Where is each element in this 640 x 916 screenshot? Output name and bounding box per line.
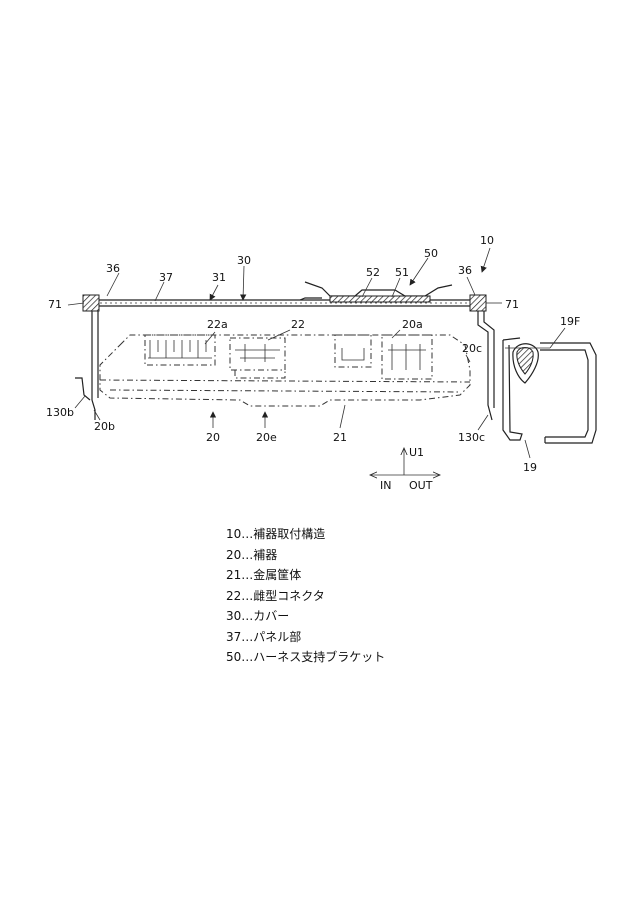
label-130b: 130b [46, 406, 74, 419]
label-30: 30 [237, 254, 251, 267]
connector-22 [229, 337, 286, 379]
device-housing [99, 334, 471, 407]
label-50: 50 [424, 247, 438, 260]
label-22a: 22a [207, 318, 228, 331]
label-20e: 20e [256, 431, 277, 444]
legend-item: 10…補器取付構造 [226, 527, 326, 541]
label-19F: 19F [560, 315, 580, 328]
label-21: 21 [333, 431, 347, 444]
legend-item: 30…カバー [226, 609, 290, 623]
legend-item: 22…雌型コネクタ [226, 588, 325, 603]
label-130c: 130c [458, 431, 485, 444]
label-36-left: 36 [106, 262, 120, 275]
label-19: 19 [523, 461, 537, 474]
legend-item: 37…パネル部 [226, 629, 302, 644]
label-u1: U1 [409, 446, 424, 459]
right-side-wall [477, 311, 495, 421]
right-clip-block [469, 294, 487, 312]
harness-bracket [299, 281, 453, 303]
label-out: OUT [409, 479, 433, 492]
leader-lines [67, 247, 566, 459]
connector-20a [381, 334, 433, 380]
label-31: 31 [212, 271, 226, 284]
label-37: 37 [159, 271, 173, 284]
label-20a: 20a [402, 318, 423, 331]
legend-item: 21…金属筐体 [226, 568, 302, 582]
frame-19 [502, 337, 597, 444]
label-71-right: 71 [505, 298, 519, 311]
label-22: 22 [291, 318, 305, 331]
label-51: 51 [395, 266, 409, 279]
label-20b: 20b [94, 420, 115, 433]
label-20: 20 [206, 431, 220, 444]
label-20c: 20c [462, 342, 482, 355]
label-71-left: 71 [48, 298, 62, 311]
legend-item: 50…ハーネス支持ブラケット [226, 650, 386, 664]
label-36-right: 36 [458, 264, 472, 277]
reference-legend: 10…補器取付構造 20…補器 21…金属筐体 22…雌型コネクタ 30…カバー… [226, 524, 486, 668]
direction-arrows [370, 448, 440, 475]
connector-20a-small [334, 334, 372, 368]
legend-item: 20…補器 [226, 547, 278, 562]
left-clip-block [82, 294, 100, 312]
label-52: 52 [366, 266, 380, 279]
label-10: 10 [480, 234, 494, 247]
label-in: IN [380, 479, 391, 492]
connector-22a [144, 334, 216, 366]
left-side-wall [75, 311, 99, 420]
